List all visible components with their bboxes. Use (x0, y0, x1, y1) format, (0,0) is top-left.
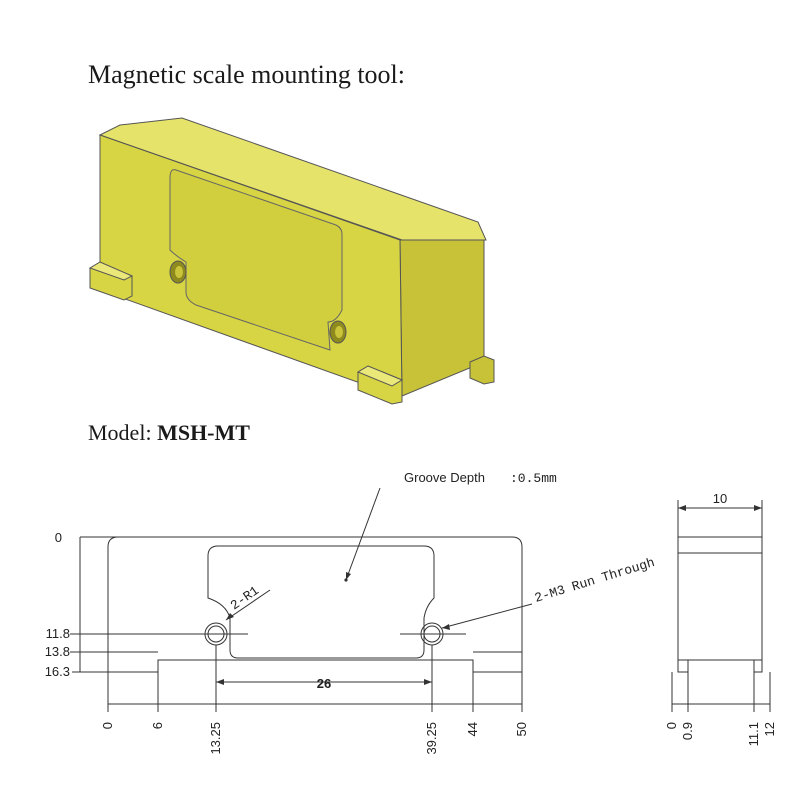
page-title: Magnetic scale mounting tool: (88, 60, 405, 89)
groove-recess (169, 169, 343, 351)
model-label: Model: MSH-MT (88, 420, 250, 445)
model-number: MSH-MT (157, 420, 250, 445)
foot-back-3d (469, 355, 495, 385)
